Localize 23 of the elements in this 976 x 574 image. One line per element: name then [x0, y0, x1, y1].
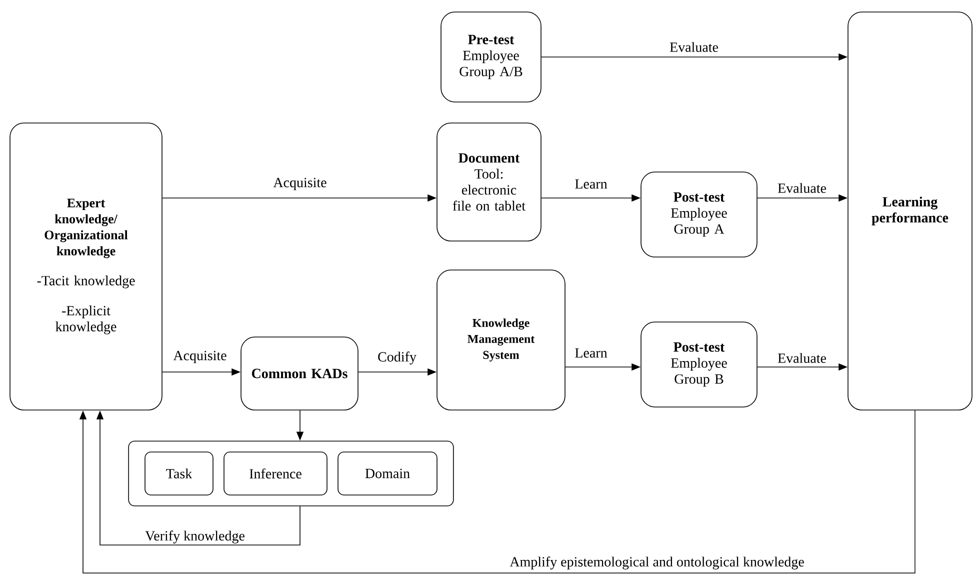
edge-label: Amplify epistemological and ontological knowledge — [510, 556, 804, 570]
knowledge-box: Expert knowledge/ Organizational knowledge -Tacit knowledge -Explicit knowledge — [10, 122, 162, 410]
process-box: Post-test Employee Group A — [640, 172, 758, 258]
group-box — [128, 440, 454, 506]
edge-label: Acquisite — [273, 178, 326, 190]
edge-label: Acquisite — [173, 350, 226, 364]
edge-label: Learn — [575, 348, 608, 358]
edge-label: Evaluate — [778, 353, 826, 363]
category-box: Domain — [338, 452, 438, 496]
process-box: Post-test Employee Group B — [640, 322, 758, 408]
edge-label: Codify — [378, 352, 416, 364]
process-box: Learning performance — [848, 12, 972, 410]
edge-label: Evaluate — [778, 183, 826, 193]
arrow — [79, 410, 916, 574]
process-box: Document Tool: electronic file on tablet — [436, 122, 542, 242]
edge-label: Learn — [575, 179, 608, 189]
process-box: Knowledge Management System — [436, 270, 566, 410]
edge-label: Verify knowledge — [145, 530, 244, 544]
edge-label: Evaluate — [670, 42, 718, 52]
category-box: Inference — [224, 452, 328, 496]
process-box: Pre-test Employee Group A/B — [440, 12, 542, 102]
process-box: Common KADs — [240, 336, 358, 410]
category-box: Task — [144, 452, 214, 496]
